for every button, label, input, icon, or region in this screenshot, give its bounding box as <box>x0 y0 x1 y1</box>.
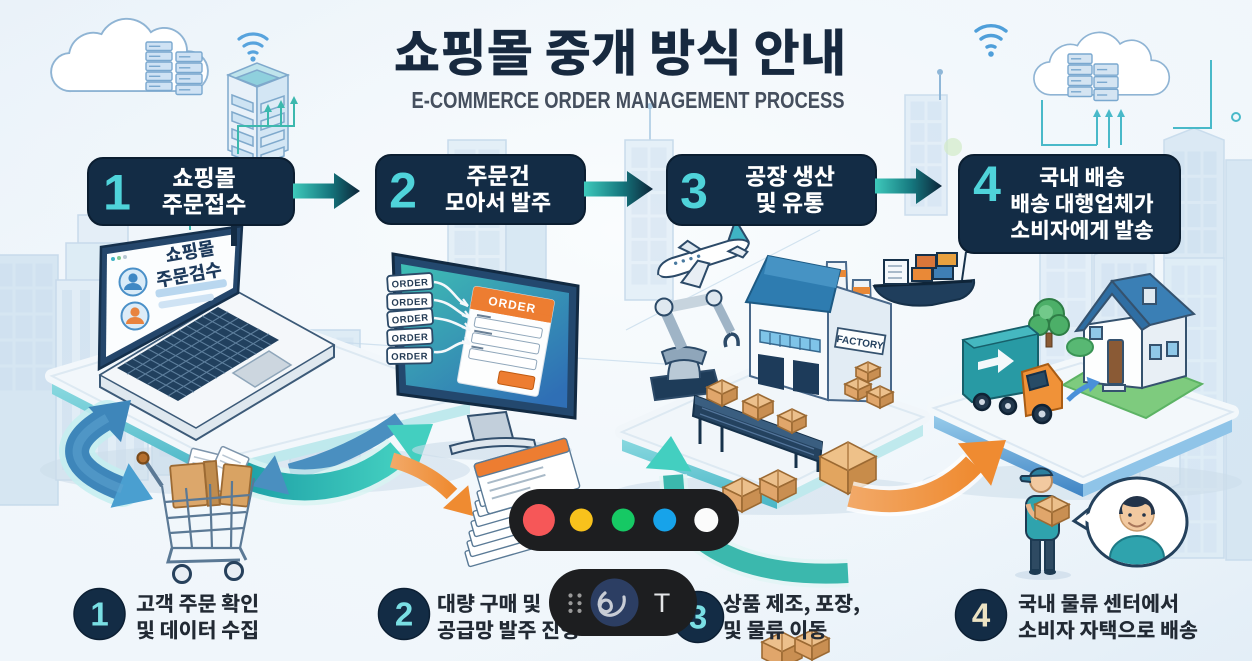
svg-text:1: 1 <box>103 165 131 221</box>
svg-text:3: 3 <box>680 163 708 219</box>
svg-text:4: 4 <box>972 597 991 634</box>
svg-text:4: 4 <box>973 156 1001 212</box>
svg-text:1: 1 <box>90 596 108 633</box>
svg-text:ORDER: ORDER <box>391 351 428 363</box>
svg-text:ORDER: ORDER <box>391 297 428 309</box>
svg-text:2: 2 <box>395 596 413 633</box>
svg-text:ORDER: ORDER <box>391 312 429 326</box>
svg-text:ORDER: ORDER <box>391 277 428 291</box>
svg-text:ORDER: ORDER <box>391 332 428 345</box>
svg-text:2: 2 <box>389 163 417 219</box>
svg-text:E-COMMERCE ORDER MANAGEMENT PR: E-COMMERCE ORDER MANAGEMENT PROCESS <box>412 87 845 113</box>
svg-text:T: T <box>654 588 671 618</box>
